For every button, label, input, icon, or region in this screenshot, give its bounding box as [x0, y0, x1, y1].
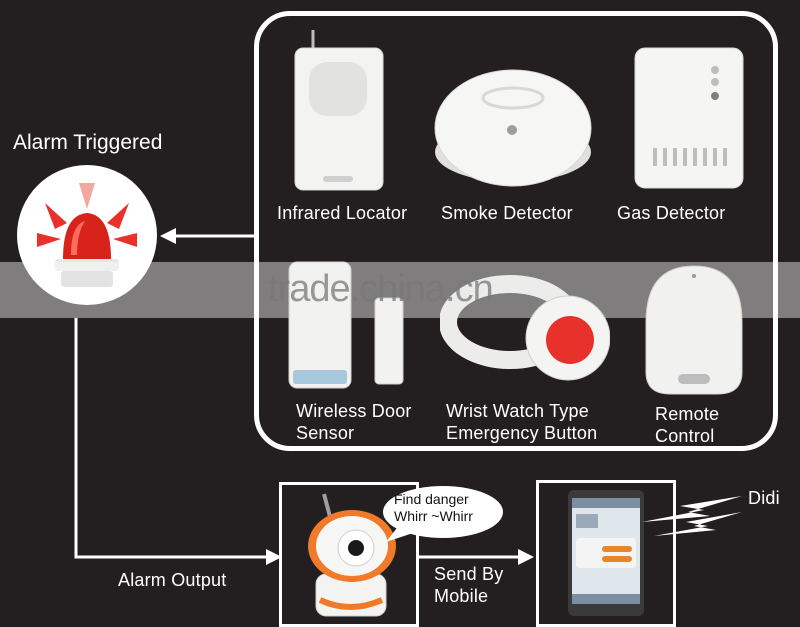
lightning-icon: [634, 492, 744, 538]
alarm-output-label: Alarm Output: [118, 570, 227, 590]
didi-label: Didi: [748, 488, 780, 508]
speech-line-2: Whirr ~Whirr: [394, 508, 473, 524]
wrist-watch-image: [440, 262, 610, 392]
speech-line-1: Find danger: [394, 491, 469, 507]
wrist-watch-label-1: Wrist Watch Type: [446, 401, 589, 421]
door-sensor-image: [283, 258, 413, 392]
speech-bubble: Find danger Whirr ~Whirr: [380, 484, 506, 544]
alarm-triggered-label: Alarm Triggered: [13, 131, 163, 154]
send-by-mobile-label-2: Mobile: [434, 586, 489, 606]
infrared-locator-image: [283, 28, 393, 194]
arrow-to-alarm: [160, 228, 176, 244]
ip-camera-image: [290, 490, 410, 618]
infrared-locator-label: Infrared Locator: [277, 203, 408, 223]
send-by-mobile-label-1: Send By: [434, 564, 504, 584]
wrist-watch-label-2: Emergency Button: [446, 423, 598, 443]
smoke-detector-label: Smoke Detector: [441, 203, 573, 223]
arrow-to-camera: [266, 549, 282, 565]
door-sensor-label-1: Wireless Door: [296, 401, 412, 421]
mobile-phone-image: [566, 488, 646, 618]
watermark-text: trade.china.cn: [268, 268, 494, 310]
gas-detector-image: [631, 44, 749, 192]
alarm-siren: [15, 163, 159, 307]
door-sensor-label-2: Sensor: [296, 423, 355, 443]
gas-detector-label: Gas Detector: [617, 203, 726, 223]
remote-control-label-2: Control: [655, 426, 715, 446]
remote-control-label-1: Remote: [655, 404, 720, 424]
arrow-to-phone: [518, 549, 534, 565]
device-panel: [254, 11, 778, 451]
smoke-detector-image: [430, 62, 596, 192]
remote-control-image: [642, 262, 746, 398]
